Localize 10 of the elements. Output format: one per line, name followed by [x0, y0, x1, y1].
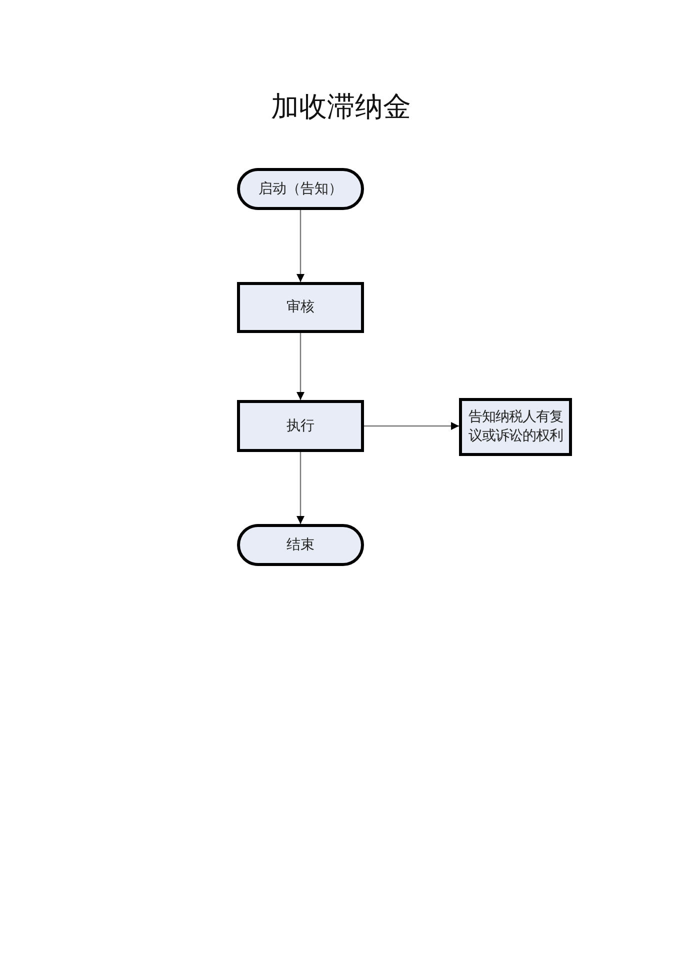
arrow [364, 422, 459, 430]
terminal-box: 启动（告知） [237, 168, 364, 210]
arrow [296, 210, 304, 282]
arrow [296, 452, 304, 524]
terminal-box: 结束 [237, 524, 364, 566]
process-box: 审核 [237, 282, 364, 333]
arrow [296, 333, 304, 400]
title: 加收滞纳金 [270, 89, 412, 125]
process-box: 执行 [237, 400, 364, 452]
process-box: 告知纳税人有复议或诉讼的权利 [459, 398, 572, 456]
